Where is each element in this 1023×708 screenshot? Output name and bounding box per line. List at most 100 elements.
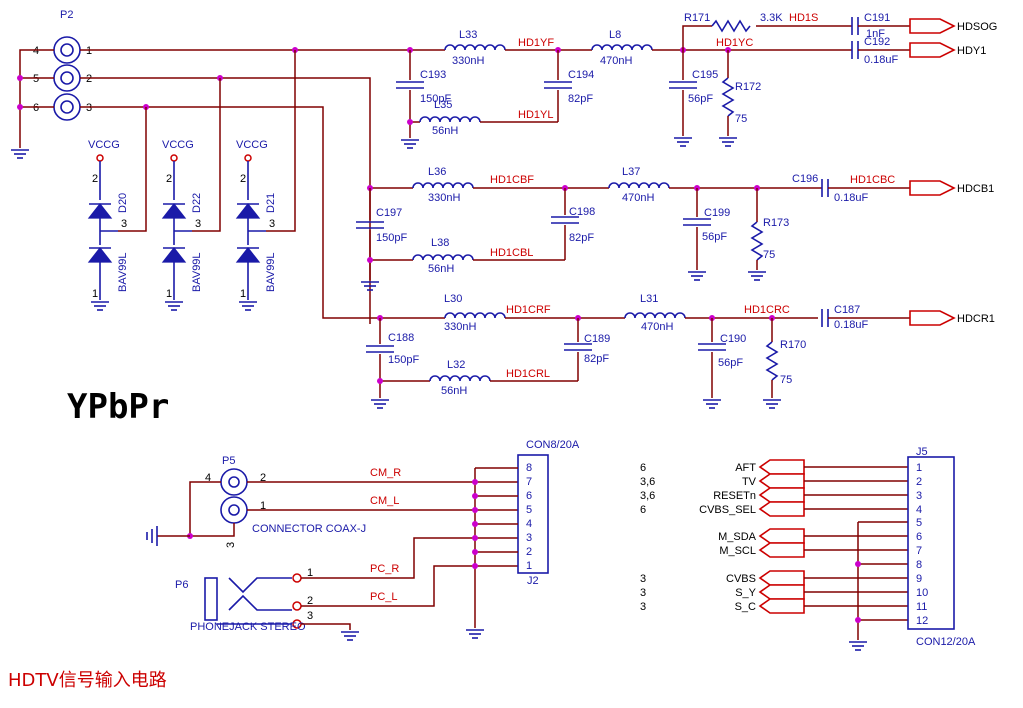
output-port-label: HDCB1 <box>957 183 994 195</box>
j2-pin: 7 <box>526 476 532 488</box>
diode-pin: 1 <box>240 288 246 300</box>
diode-pin: 1 <box>92 288 98 300</box>
sheet-ref: 3 <box>640 601 646 613</box>
l36-value: 330nH <box>428 192 460 204</box>
p2-pin: 4 <box>33 45 39 57</box>
c197-value: 150pF <box>376 232 407 244</box>
diode-pin: 2 <box>166 173 172 185</box>
diode-pin: 1 <box>166 288 172 300</box>
l30-value: 330nH <box>444 321 476 333</box>
schematic-title: YPbPr <box>67 387 169 427</box>
j5-pin: 12 <box>916 615 928 627</box>
p6-ref: P6 <box>175 579 188 591</box>
output-port-label: HDSOG <box>957 21 997 33</box>
j5-pin: 1 <box>916 462 922 474</box>
l8-ref: L8 <box>609 29 621 41</box>
j5-pin: 3 <box>916 490 922 502</box>
c188-ref: C188 <box>388 332 414 344</box>
j5-pin: 8 <box>916 559 922 571</box>
p5-pin: 2 <box>260 472 266 484</box>
p5-pin: 3 <box>225 542 237 548</box>
p2-pin: 2 <box>86 73 92 85</box>
net-label: HD1YF <box>518 37 554 49</box>
p6-pin: 3 <box>307 610 313 622</box>
j2-pin: 3 <box>526 532 532 544</box>
diode-pin: 3 <box>121 218 127 230</box>
c195-value: 56pF <box>688 93 713 105</box>
c193-ref: C193 <box>420 69 446 81</box>
p2-ref: P2 <box>60 9 73 21</box>
j5-pin: 11 <box>916 601 927 613</box>
p2-pin: 6 <box>33 102 39 114</box>
p6-type: PHONEJACK STEREO <box>190 621 306 633</box>
j5-port-symbols <box>759 459 805 614</box>
signal-name: AFT <box>735 462 756 474</box>
signal-name: M_SCL <box>719 545 756 557</box>
j2-pin: 6 <box>526 490 532 502</box>
j2-pin: 1 <box>526 560 532 572</box>
sheet-ref: 3,6 <box>640 476 655 488</box>
net-label: PC_R <box>370 563 399 575</box>
diode-d22: VCCG 2 3 1 D22 BAV99L <box>161 139 203 311</box>
y-channel-filter: C193 150pF L33 330nH HD1YF C194 82pF L35… <box>395 12 997 149</box>
diode-part: BAV99L <box>117 252 129 292</box>
net-label: HD1CBL <box>490 247 533 259</box>
net-label: HD1CBC <box>850 174 895 186</box>
net-label: HD1CRF <box>506 304 551 316</box>
r173-value: 75 <box>763 249 775 261</box>
j2-pin: 5 <box>526 504 532 516</box>
j5-pin: 5 <box>916 517 922 529</box>
l37-ref: L37 <box>622 166 640 178</box>
c194-ref: C194 <box>568 69 594 81</box>
sheet-ref: 3 <box>640 587 646 599</box>
c192-ref: C192 <box>864 36 890 48</box>
j5-pin: 4 <box>916 504 922 516</box>
c187-value: 0.18uF <box>834 319 869 331</box>
net-label: HD1S <box>789 12 818 24</box>
c193-value: 150pF <box>420 93 451 105</box>
p6-pin: 2 <box>307 595 313 607</box>
j5-pin: 2 <box>916 476 922 488</box>
r171-ref: R171 <box>684 12 710 24</box>
diode-ref: D22 <box>191 193 203 213</box>
p5-ref: P5 <box>222 455 235 467</box>
p2-pin: 1 <box>86 45 92 57</box>
signal-name: RESETn <box>713 490 756 502</box>
l32-value: 56nH <box>441 385 467 397</box>
signal-name: CVBS_SEL <box>699 504 756 516</box>
signal-name: S_C <box>735 601 756 613</box>
sheet-ref: 3,6 <box>640 490 655 502</box>
output-port-label: HDCR1 <box>957 313 995 325</box>
supply-label: VCCG <box>162 139 194 151</box>
c190-ref: C190 <box>720 333 746 345</box>
p5-type: CONNECTOR COAX-J <box>252 523 366 535</box>
c195-ref: C195 <box>692 69 718 81</box>
l32-ref: L32 <box>447 359 465 371</box>
j2-pin: 2 <box>526 546 532 558</box>
diode-d20: VCCG 2 3 1 D20 BAV99L <box>87 139 129 311</box>
net-label: HD1YL <box>518 109 553 121</box>
signal-name: S_Y <box>735 587 756 599</box>
j5-pin: 6 <box>916 531 922 543</box>
sheet-ref: 3 <box>640 573 646 585</box>
net-label: CM_R <box>370 467 401 479</box>
j2-ref: J2 <box>527 575 539 587</box>
l38-value: 56nH <box>428 263 454 275</box>
l31-ref: L31 <box>640 293 658 305</box>
j5-pin: 10 <box>916 587 928 599</box>
l36-ref: L36 <box>428 166 446 178</box>
r170-value: 75 <box>780 374 792 386</box>
r172-value: 75 <box>735 113 747 125</box>
net-label: HD1CBF <box>490 174 534 186</box>
net-label: HD1CRC <box>744 304 790 316</box>
j2-pin: 8 <box>526 462 532 474</box>
p6-pin: 1 <box>307 567 313 579</box>
j5-pin: 7 <box>916 545 922 557</box>
c189-value: 82pF <box>584 353 609 365</box>
diode-pin: 3 <box>195 218 201 230</box>
l35-ref: L35 <box>434 99 452 111</box>
net-label: PC_L <box>370 591 398 603</box>
c187-ref: C187 <box>834 304 860 316</box>
diode-pin: 2 <box>92 173 98 185</box>
